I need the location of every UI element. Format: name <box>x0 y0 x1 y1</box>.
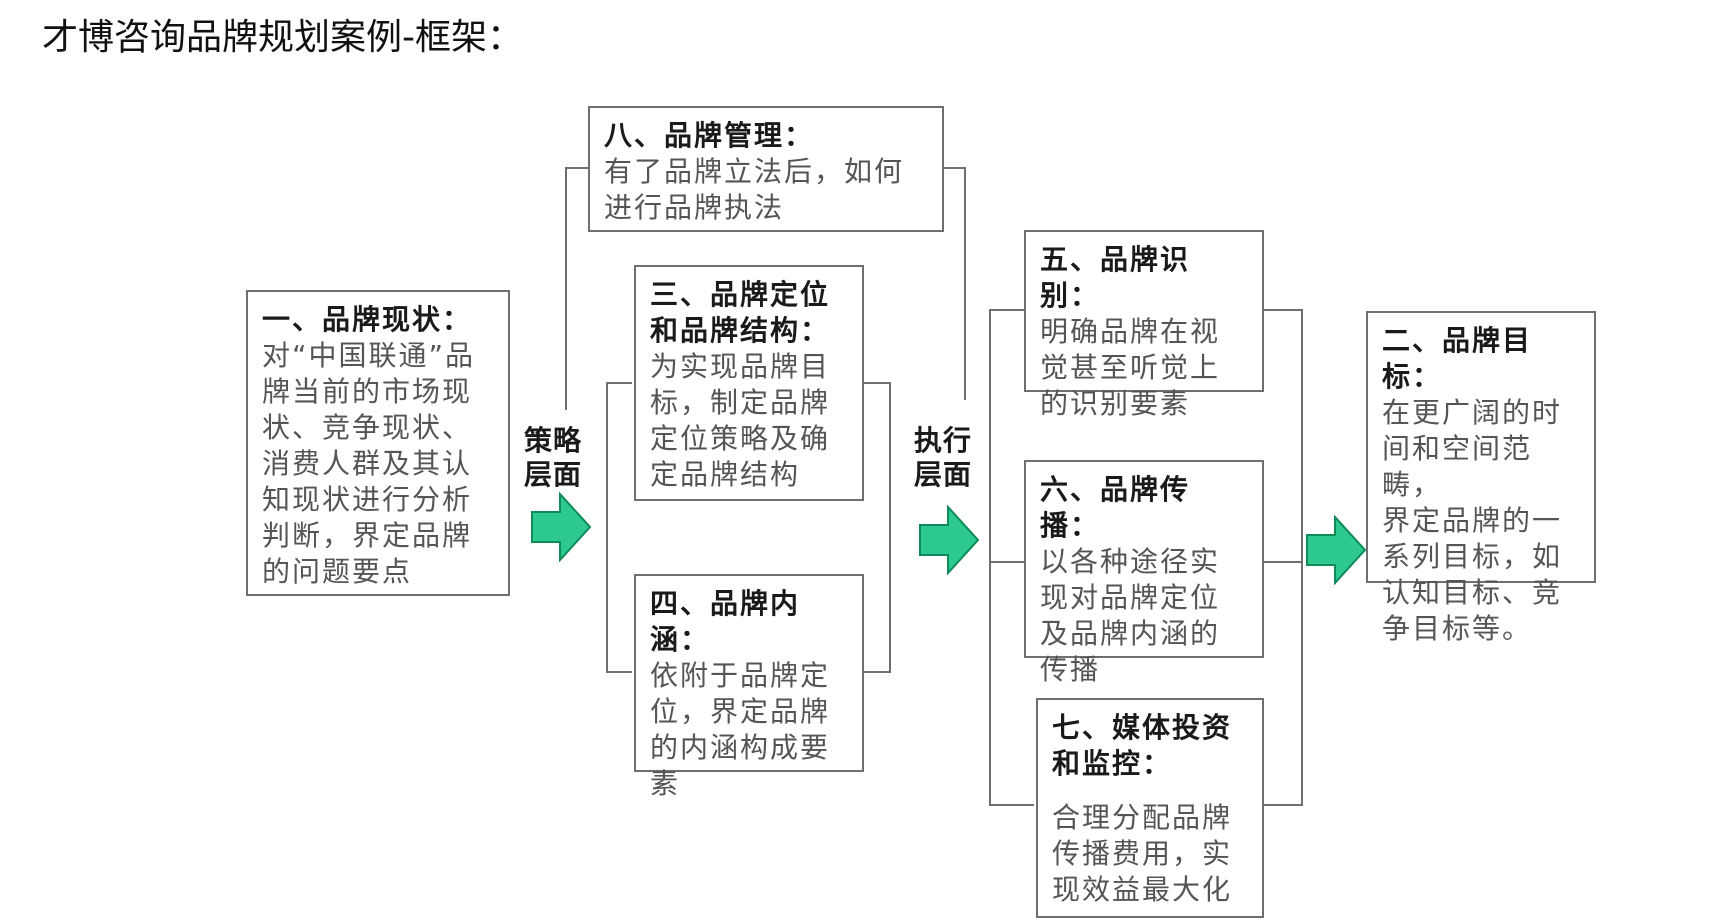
page-title: 才博咨询品牌规划案例-框架： <box>42 17 523 58</box>
box-brand-management: 八、品牌管理： 有了品牌立法后，如何 进行品牌执法 <box>588 106 944 232</box>
connector-strategy-to-management <box>565 167 590 410</box>
box-brand-goal: 二、品牌目标： 在更广阔的时 间和空间范畴， 界定品牌的一 系列目标，如 认知目… <box>1366 311 1596 645</box>
box-brand-management-body: 有了品牌立法后，如何 进行品牌执法 <box>604 155 905 224</box>
label-strategy-layer: 策略 层面 <box>524 424 583 491</box>
box-brand-communication-body: 以各种途径实 现对品牌定位 及品牌内涵的 传播 <box>1040 545 1221 686</box>
bracket-strategy-right <box>862 382 891 673</box>
box-brand-positioning: 三、品牌定位 和品牌结构： 为实现品牌目 标，制定品牌 定位策略及确 定品牌结构 <box>634 265 864 501</box>
box-brand-positioning-body: 为实现品牌目 标，制定品牌 定位策略及确 定品牌结构 <box>650 350 831 491</box>
box-brand-status-title: 一、品牌现状： <box>262 303 473 336</box>
box-brand-identity-title: 五、品牌识别： <box>1040 243 1191 312</box>
box-brand-status-body: 对“中国联通”品 牌当前的市场现 状、竞争现状、 消费人群及其认 知现状进行分析… <box>262 339 476 588</box>
box-brand-connotation: 四、品牌内涵： 依附于品牌定 位，界定品牌 的内涵构成要 素 <box>634 574 864 800</box>
box-brand-communication: 六、品牌传播： 以各种途径实 现对品牌定位 及品牌内涵的 传播 <box>1024 460 1264 686</box>
box-brand-connotation-body: 依附于品牌定 位，界定品牌 的内涵构成要 素 <box>650 659 831 800</box>
arrow-right-icon <box>919 505 980 575</box>
box-media-investment-title: 七、媒体投资 和监控： <box>1052 711 1233 780</box>
box-brand-management-title: 八、品牌管理： <box>604 119 815 152</box>
box-brand-identity-body: 明确品牌在视 觉甚至听觉上 的识别要素 <box>1040 315 1221 420</box>
arrow-right-icon <box>1306 515 1367 585</box>
box-brand-goal-title: 二、品牌目标： <box>1382 324 1533 393</box>
box-brand-connotation-title: 四、品牌内涵： <box>650 587 801 656</box>
label-execution-layer: 执行 层面 <box>914 424 973 491</box>
box-media-investment: 七、媒体投资 和监控： 合理分配品牌 传播费用，实 现效益最大化 <box>1036 698 1264 918</box>
bracket-execution-right <box>1262 309 1303 806</box>
box-brand-status: 一、品牌现状： 对“中国联通”品 牌当前的市场现 状、竞争现状、 消费人群及其认… <box>246 290 510 596</box>
box-brand-positioning-title: 三、品牌定位 和品牌结构： <box>650 278 831 347</box>
bracket-strategy-left <box>606 382 632 673</box>
bracket-execution-left <box>989 309 1034 806</box>
box-media-investment-body: 合理分配品牌 传播费用，实 现效益最大化 <box>1052 801 1233 906</box>
box-brand-goal-body: 在更广阔的时 间和空间范畴， 界定品牌的一 系列目标，如 认知目标、竞 争目标等… <box>1382 396 1563 645</box>
box-brand-communication-title: 六、品牌传播： <box>1040 473 1191 542</box>
arrow-right-icon <box>531 492 592 562</box>
box-brand-identity: 五、品牌识别： 明确品牌在视 觉甚至听觉上 的识别要素 <box>1024 230 1264 420</box>
connector-management-to-execution <box>940 167 966 400</box>
